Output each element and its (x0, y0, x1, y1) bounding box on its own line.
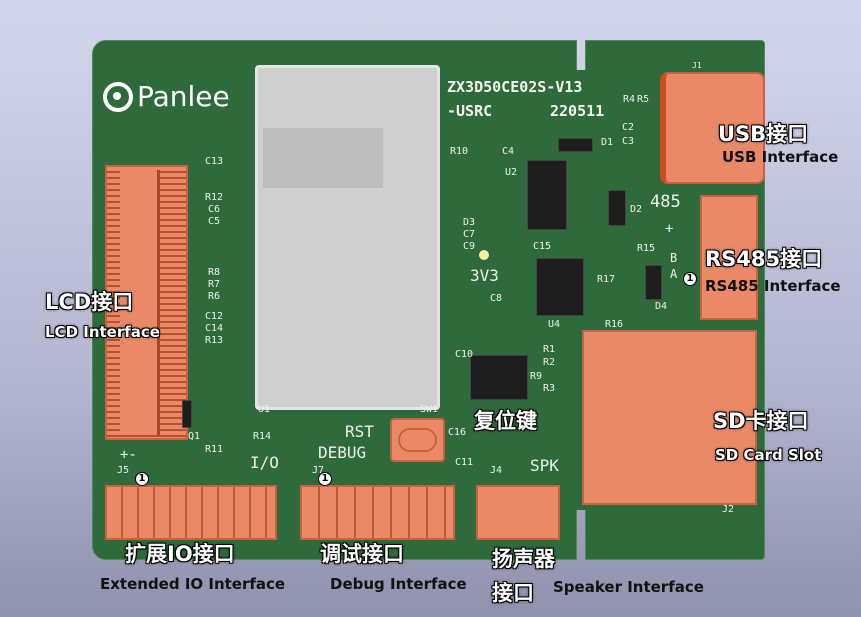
rs485-connector (700, 195, 758, 320)
logo-text: Panlee (137, 80, 230, 113)
rs485-label-en: RS485 Interface (705, 277, 841, 295)
pin1-marker-j5: 1 (135, 472, 149, 486)
pin1-marker-j7: 1 (318, 472, 332, 486)
ref-C3: C3 (622, 136, 635, 147)
ref-R15: R15 (637, 243, 656, 254)
ref-D3: D3 (463, 217, 476, 228)
ref-U1: U1 (258, 404, 271, 415)
esp32-module-u1 (255, 65, 440, 410)
silk-plus-minus: +- (120, 447, 137, 463)
ref-R16: R16 (605, 319, 624, 330)
ref-C6: C6 (208, 204, 221, 215)
regulator-u2 (527, 160, 567, 230)
usb-label-zh: USB接口 (718, 122, 809, 146)
chip-c10 (470, 355, 528, 400)
sd-label-en: SD Card Slot (715, 446, 822, 464)
silk-b: B (670, 251, 678, 265)
ref-C11: C11 (455, 457, 474, 468)
diode-d1 (558, 138, 593, 152)
reset-label-zh: 复位键 (474, 409, 537, 433)
ref-R2: R2 (543, 357, 556, 368)
ref-C2: C2 (622, 122, 635, 133)
ref-R12: R12 (205, 192, 224, 203)
io-label-en: Extended IO Interface (100, 575, 286, 593)
ref-U4: U4 (548, 319, 561, 330)
test-point-3v3 (479, 250, 489, 260)
ref-R9: R9 (530, 371, 543, 382)
ref-R3: R3 (543, 383, 556, 394)
ref-C14: C14 (205, 323, 224, 334)
ref-R17: R17 (597, 274, 616, 285)
ref-C15: C15 (533, 241, 552, 252)
ref-R7: R7 (208, 279, 221, 290)
ref-R4: R4 (623, 94, 636, 105)
speaker-label-en: Speaker Interface (553, 578, 704, 596)
ref-C9: C9 (463, 241, 476, 252)
ref-R5: R5 (637, 94, 650, 105)
ref-C12: C12 (205, 311, 224, 322)
ref-C7: C7 (463, 229, 476, 240)
usb-c-connector (660, 72, 765, 184)
transistor-q1 (182, 400, 192, 428)
ref-D4: D4 (655, 301, 668, 312)
lcd-label-en: LCD Interface (45, 323, 160, 341)
logo-icon (103, 81, 133, 112)
ref-C16: C16 (448, 427, 467, 438)
ref-R11: R11 (205, 444, 224, 455)
pin1-marker-rs485: 1 (683, 272, 697, 286)
silk-a: A (670, 267, 678, 281)
lcd-label-zh: LCD接口 (45, 290, 134, 314)
silk-debug: DEBUG (318, 443, 367, 462)
ref-C8: C8 (490, 293, 503, 304)
date-code: 220511 (550, 102, 605, 120)
reset-button-sw1[interactable] (390, 418, 445, 462)
rs485-label-zh: RS485接口 (705, 247, 823, 271)
sd-card-slot (582, 330, 757, 505)
speaker-label-zh-2: 接口 (492, 581, 534, 605)
ref-U2: U2 (505, 167, 518, 178)
panlee-logo: Panlee (103, 80, 230, 113)
ref-Q1: Q1 (188, 431, 201, 442)
ref-R8: R8 (208, 267, 221, 278)
silk-io: I/O (250, 453, 279, 472)
sd-label-zh: SD卡接口 (713, 409, 809, 433)
lcd-fpc-body (120, 170, 160, 435)
debug-connector-j7 (300, 485, 455, 540)
ref-R14: R14 (253, 431, 272, 442)
silk-485: 485 (650, 192, 681, 212)
ref-J7: J7 (312, 465, 325, 476)
ref-J1: J1 (692, 61, 702, 70)
ref-R10: R10 (450, 146, 469, 157)
ref-J2: J2 (722, 504, 735, 515)
ref-C10: C10 (455, 349, 474, 360)
chip-u4 (536, 258, 584, 316)
model-line1: ZX3D50CE02S-V13 (447, 78, 583, 96)
usb-label-en: USB Interface (722, 148, 839, 166)
ref-D2: D2 (630, 204, 643, 215)
silk-rst: RST (345, 422, 374, 441)
ref-R1: R1 (543, 344, 556, 355)
diode-d2 (608, 190, 626, 226)
io-label-zh: 扩展IO接口 (125, 542, 235, 566)
ref-C4: C4 (502, 146, 515, 157)
silk-3v3: 3V3 (470, 266, 499, 285)
silk-spk: SPK (530, 456, 559, 475)
debug-label-en: Debug Interface (330, 575, 467, 593)
ref-C5: C5 (208, 216, 221, 227)
ref-R6: R6 (208, 291, 221, 302)
ref-J4: J4 (490, 465, 503, 476)
diode-d4 (645, 265, 662, 300)
ref-J5: J5 (117, 465, 130, 476)
extended-io-connector-j5 (105, 485, 277, 540)
speaker-label-zh-1: 扬声器 (492, 547, 555, 571)
ref-D1: D1 (601, 137, 614, 148)
ref-R13: R13 (205, 335, 224, 346)
model-line2: -USRC (447, 102, 493, 120)
speaker-connector-j4 (476, 485, 560, 540)
ref-SW1: SW1 (420, 404, 439, 415)
silk-plus: + (665, 221, 674, 237)
debug-label-zh: 调试接口 (320, 542, 404, 566)
ref-C13: C13 (205, 156, 224, 167)
